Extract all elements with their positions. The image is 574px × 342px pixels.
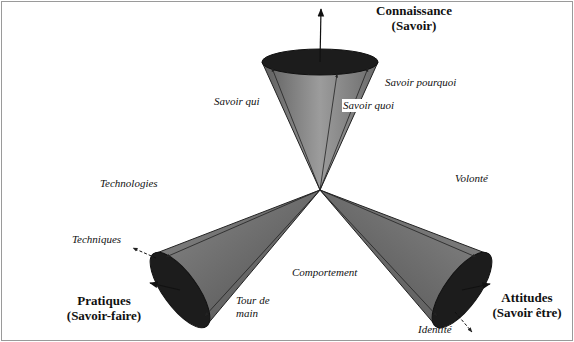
- cone-label: Identité: [418, 323, 452, 336]
- cone-heading: Pratiques (Savoir-faire): [58, 294, 150, 324]
- cone-label: Savoir quoi: [342, 99, 395, 112]
- cone-heading: Attitudes (Savoir être): [486, 291, 568, 321]
- practice-cone: [133, 190, 320, 336]
- cone-label: Technologies: [100, 177, 158, 190]
- cone-label: Comportement: [292, 266, 357, 279]
- cone-label: Savoir pourquoi: [385, 76, 456, 89]
- cone-label: Savoir qui: [214, 95, 260, 108]
- cone-heading: Connaissance (Savoir): [368, 4, 460, 34]
- cone-label: Volonté: [455, 172, 488, 185]
- cone-label: Tour de main: [236, 294, 280, 319]
- attitude-cone: [320, 190, 502, 336]
- cone-label: Techniques: [72, 233, 121, 246]
